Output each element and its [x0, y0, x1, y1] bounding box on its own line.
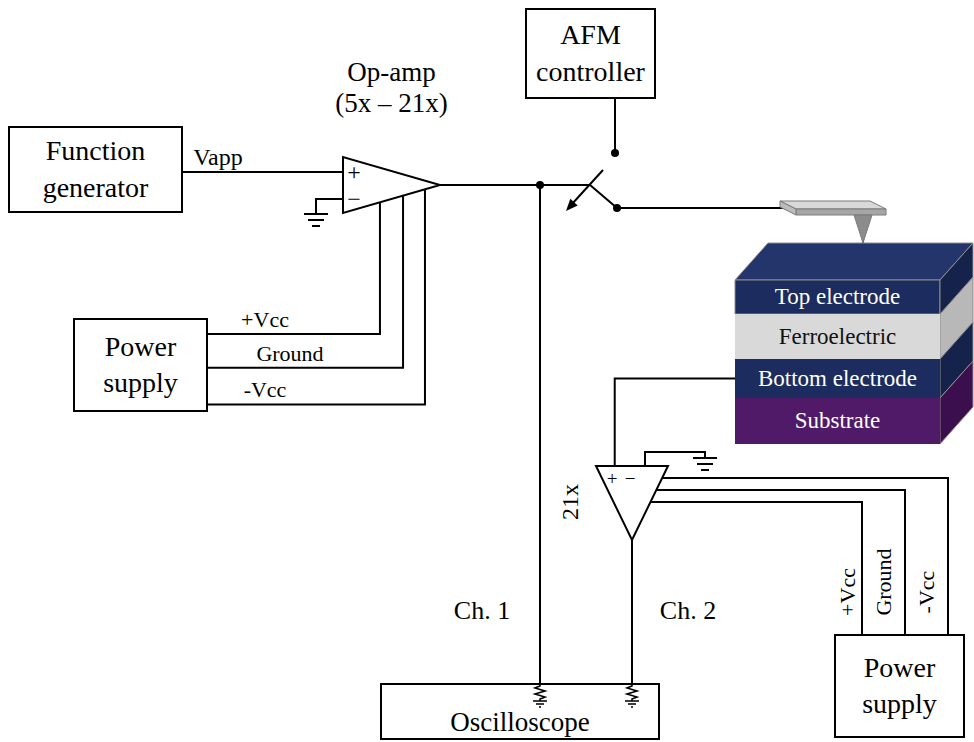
input-sign: +	[346, 159, 362, 185]
input-sign: −	[623, 469, 637, 489]
cantilever-end	[780, 201, 796, 215]
wire-label: Vapp	[191, 144, 244, 170]
cantilever	[780, 201, 886, 243]
layer-label: Bottom electrode	[758, 364, 917, 394]
electrode-layer: Bottom electrode	[735, 359, 940, 398]
power-supply-box: Power supply	[834, 634, 965, 738]
wire-label: -Vcc	[242, 378, 289, 402]
op-amp: Op-amp (5x – 21x)+−	[343, 157, 440, 213]
wire-label: +Vcc	[239, 308, 291, 332]
wire-label: Ch. 1	[452, 597, 512, 626]
wire	[651, 502, 862, 634]
gain-label: 21x	[557, 484, 583, 520]
layer-side	[940, 361, 973, 444]
ground-symbol	[693, 458, 717, 470]
op-amp-outline	[596, 466, 668, 540]
layer-face	[940, 243, 973, 314]
box-label: Power supply	[81, 329, 200, 402]
box-label: Oscilloscope	[450, 708, 589, 736]
contact-dot	[613, 204, 621, 212]
instrument-box: Function generator	[8, 126, 183, 213]
wire-label: Ch. 2	[658, 597, 718, 626]
resistor-symbol	[535, 684, 545, 701]
ferroelectric-layer: Ferroelectric	[735, 314, 940, 359]
ground-symbol	[625, 701, 639, 707]
contact-dot	[611, 149, 619, 157]
ground-symbol	[304, 214, 328, 226]
wire-label: -Vcc	[915, 569, 939, 616]
electrode-layer: Top electrode	[735, 243, 973, 314]
cantilever-front	[796, 209, 886, 215]
wire	[440, 185, 540, 683]
layer-label: Ferroelectric	[779, 322, 896, 352]
junction-dot	[536, 181, 544, 189]
box-label: Function generator	[16, 133, 175, 206]
switch-blade	[572, 170, 603, 204]
wire	[183, 171, 343, 173]
wire	[656, 490, 905, 634]
ground-symbol	[533, 701, 547, 707]
switch-arrowhead	[566, 199, 578, 211]
wire-label: Ground	[254, 342, 325, 366]
box-label: AFM controller	[533, 17, 648, 90]
cantilever-top	[780, 201, 886, 209]
afm-wire	[614, 99, 616, 153]
oscilloscope-box: Oscilloscope	[380, 683, 660, 740]
wire	[208, 189, 425, 404]
layer-label: Substrate	[795, 406, 881, 436]
wire	[208, 196, 403, 368]
op-amp-heading: Op-amp (5x – 21x)	[330, 57, 454, 119]
controller-box: AFM controller	[525, 8, 656, 99]
wire	[208, 202, 380, 334]
op-amp: 21x+−	[596, 466, 668, 540]
op-amp-outline	[343, 157, 440, 213]
input-sign: −	[346, 186, 362, 212]
wire	[615, 379, 735, 467]
cantilever-tip	[854, 215, 872, 243]
layer-face	[735, 243, 973, 280]
power-supply-box: Power supply	[73, 318, 208, 412]
resistor-symbol	[627, 684, 637, 701]
wire-label: Ground	[872, 546, 896, 617]
layer-label: Top electrode	[735, 280, 940, 314]
inverting-input-wire	[316, 199, 343, 214]
wire-label: +Vcc	[836, 566, 860, 618]
layer-face	[735, 280, 940, 314]
wire	[631, 540, 633, 683]
substrate-layer: Substrate	[735, 398, 940, 444]
box-label: Power supply	[842, 650, 957, 723]
input-sign: +	[605, 469, 619, 489]
